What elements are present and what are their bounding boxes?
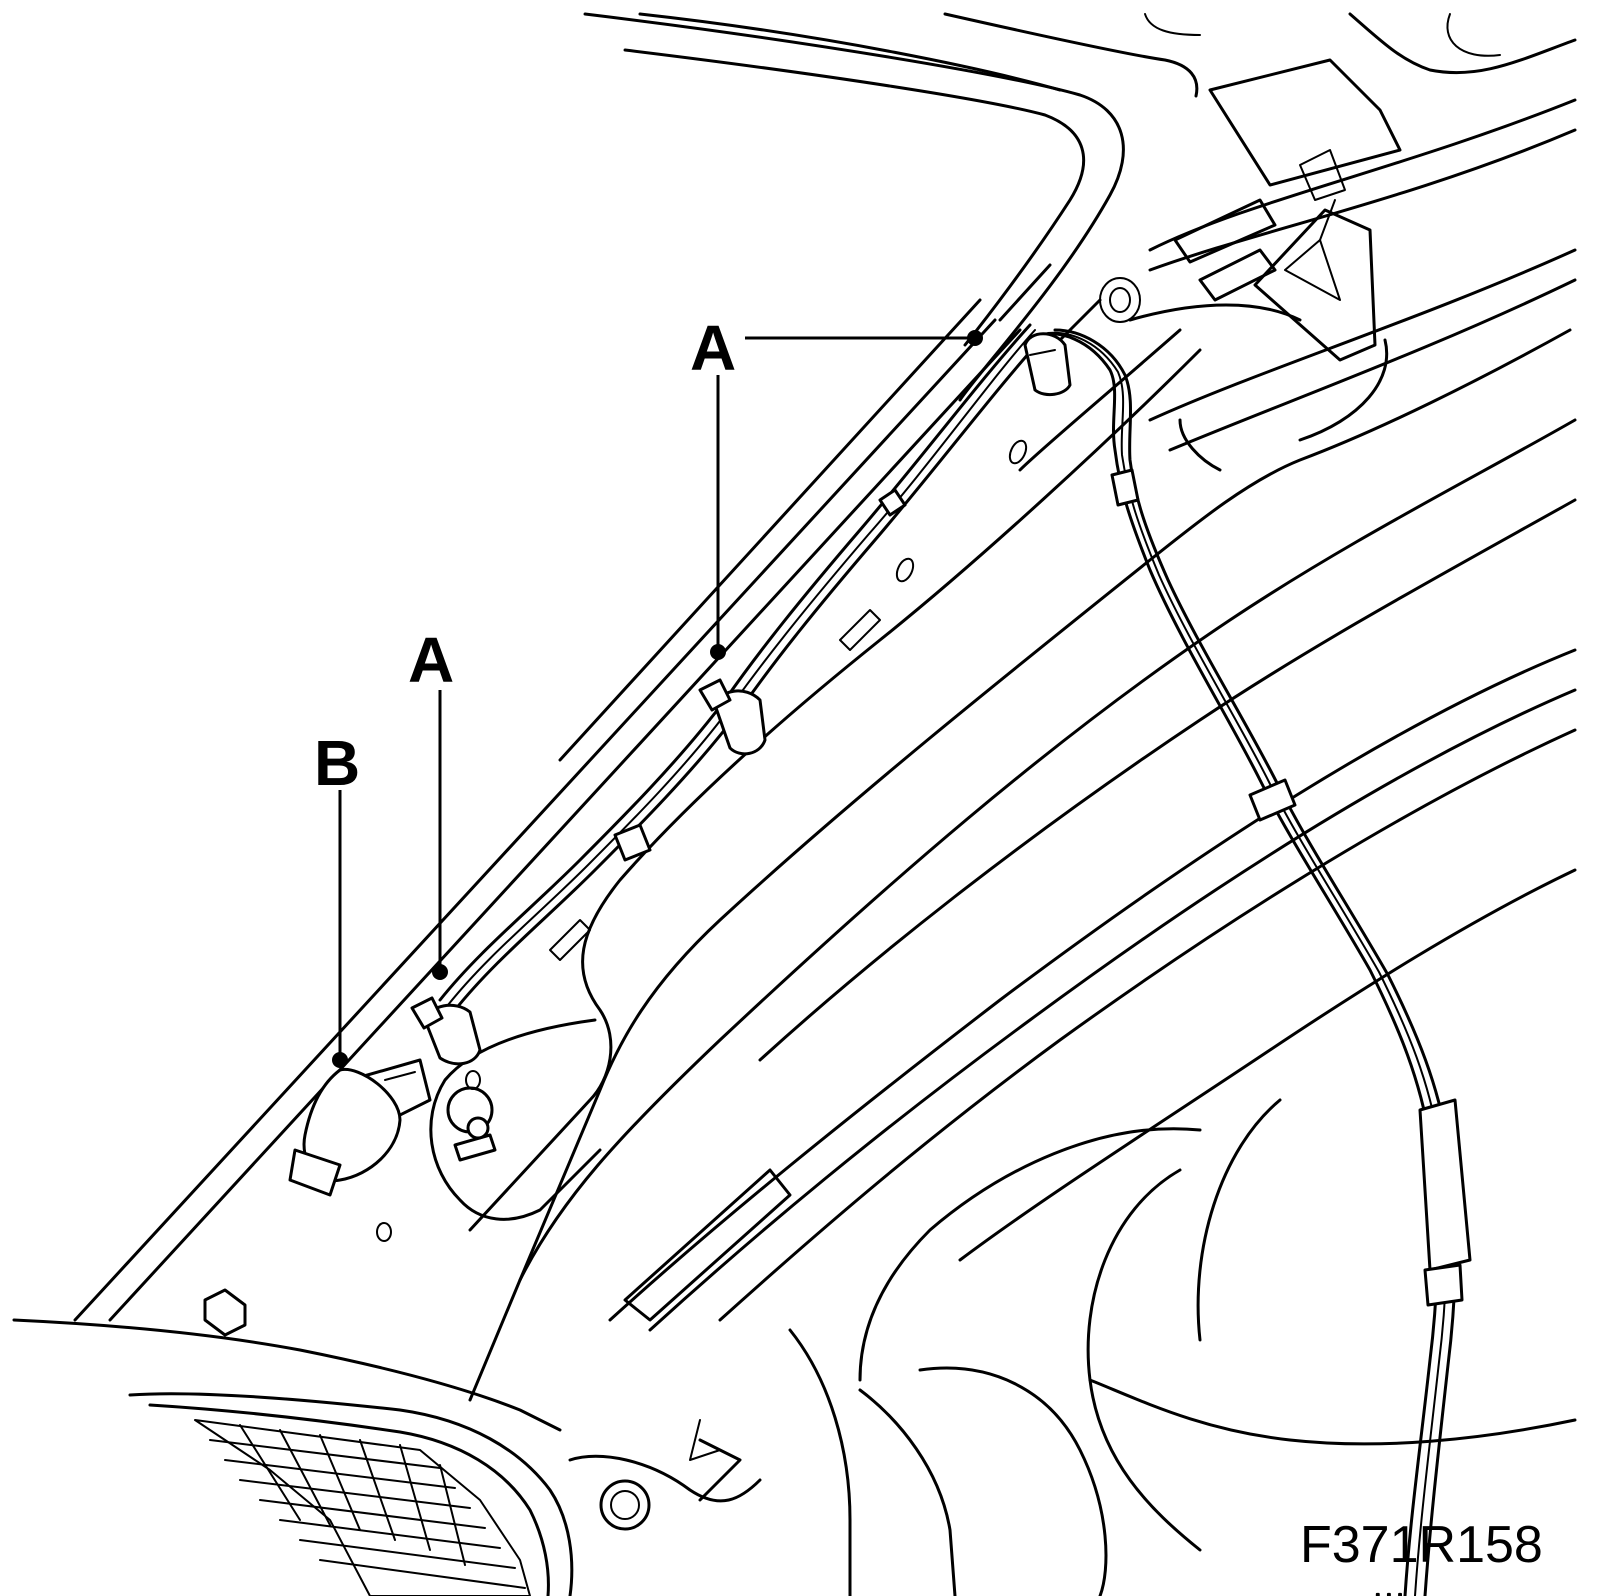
harness-clip-middle [698,678,767,756]
callout-label-a-lower: A [408,624,454,696]
connector-b [288,1058,432,1197]
door-frame [608,648,1577,1596]
callout-label-a-upper: A [690,312,736,384]
wiring-harness [438,323,1472,1596]
harness-clip-lower [410,996,482,1066]
figure-id-dots: . . . [1375,1579,1403,1596]
roof-frame [583,12,1577,402]
a-pillar-frame [73,248,1577,1322]
dashboard-vent [12,1288,762,1596]
callout-b: B [314,727,360,1068]
callout-label-b: B [314,727,360,799]
callout-a-upper: A [690,312,983,660]
pillar-panel [376,277,1577,1402]
harness-clip-top [1023,332,1072,397]
figure-id: F371R158 [1300,1516,1543,1574]
callout-a-lower: A [408,624,454,980]
